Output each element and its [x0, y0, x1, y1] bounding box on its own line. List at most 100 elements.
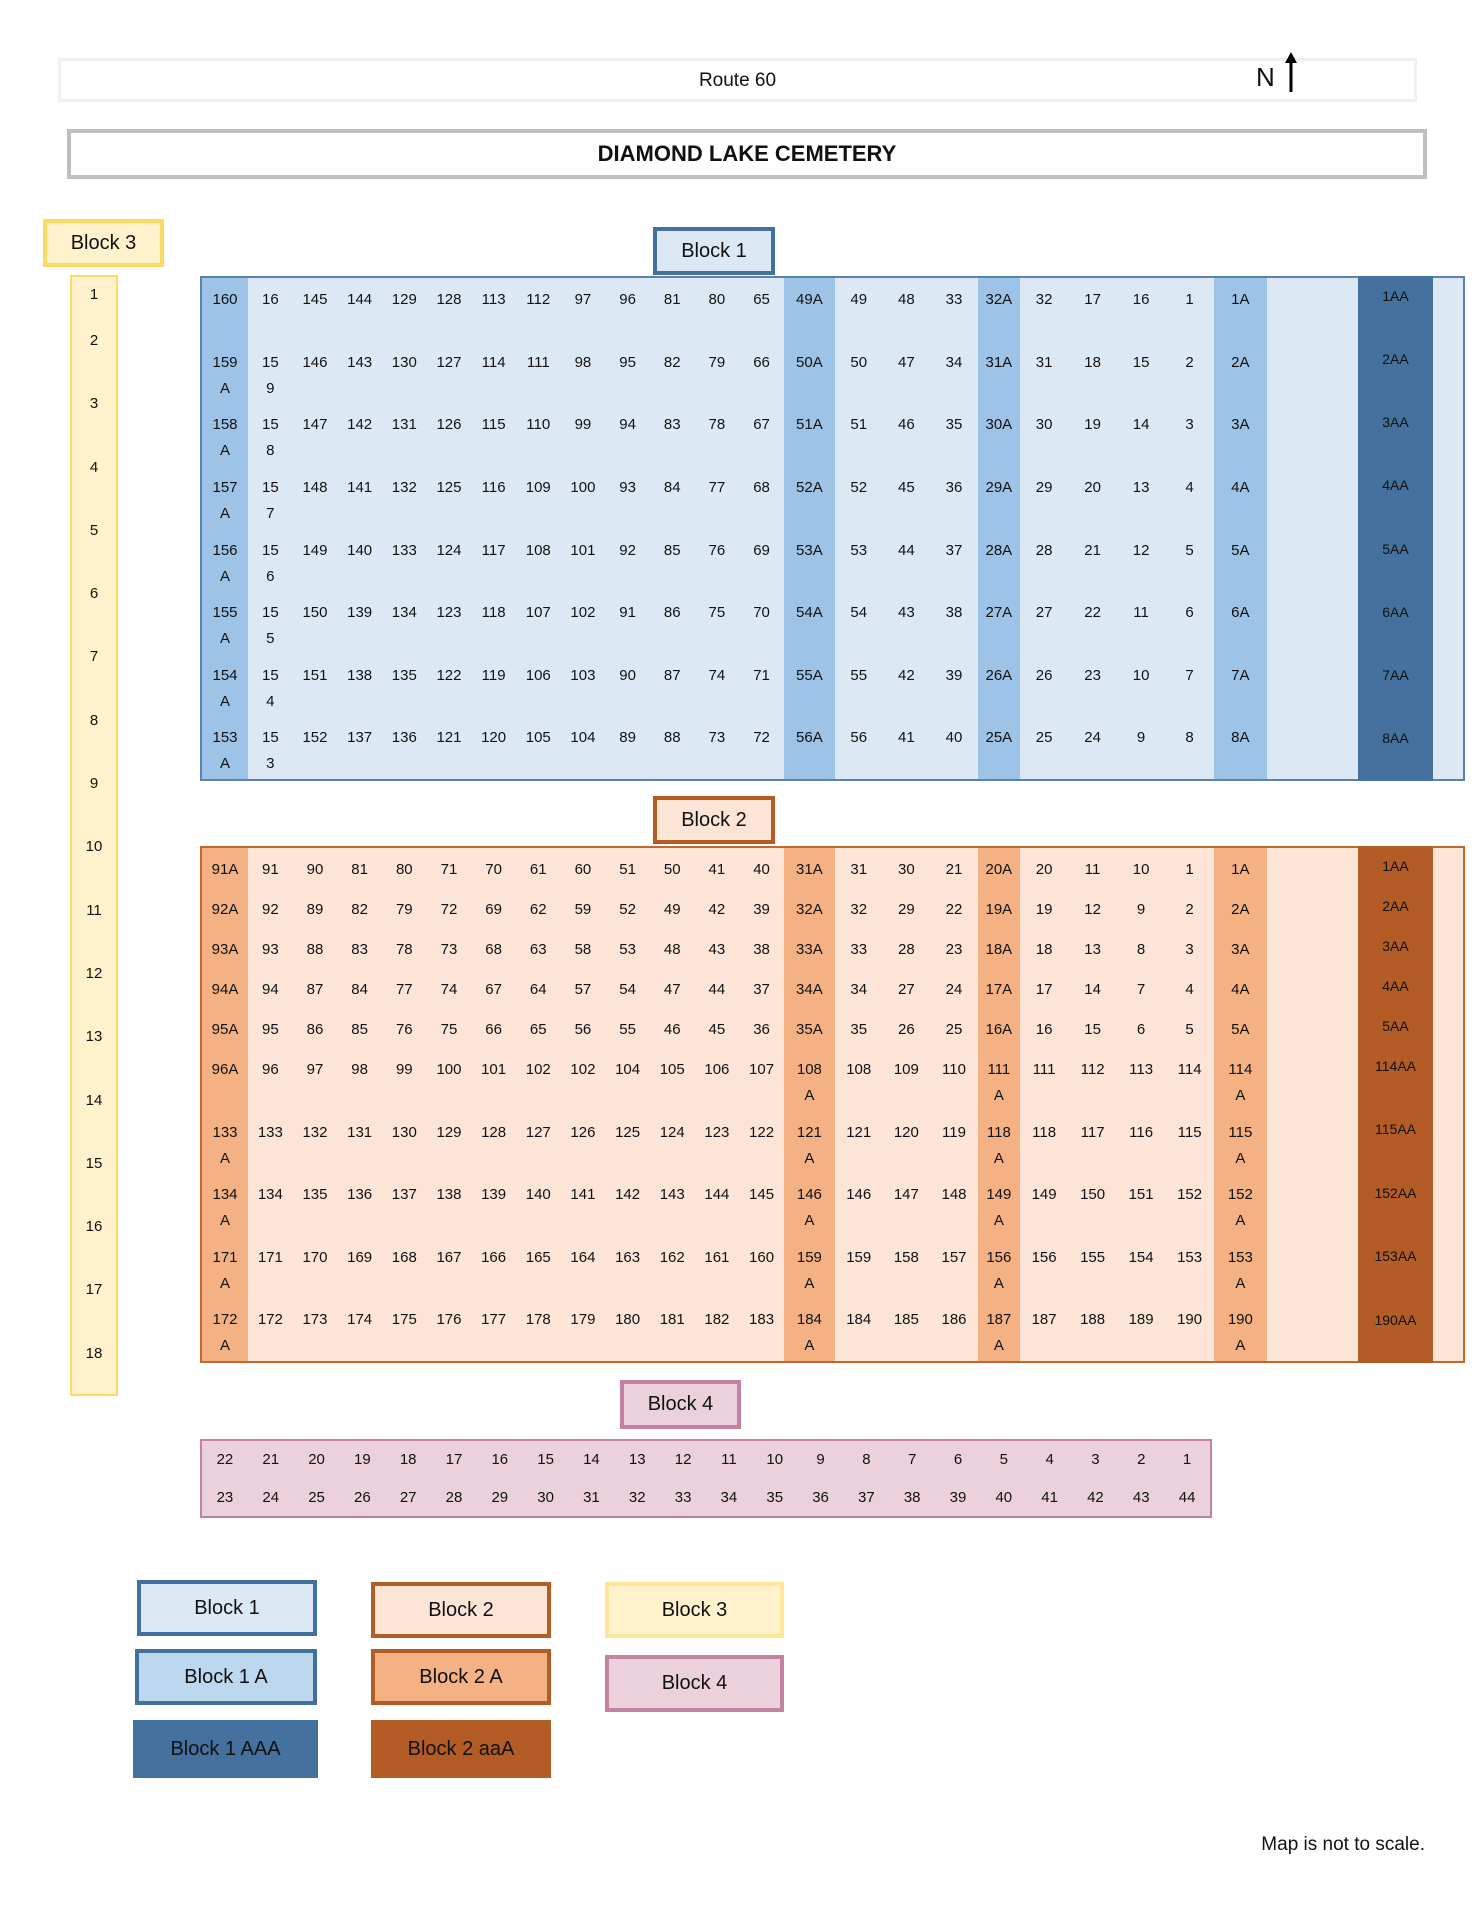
plot-number: 124 [436, 541, 462, 559]
plot-number: 77 [708, 478, 726, 496]
plot-number: 57 [574, 981, 592, 998]
plot-cell: 6 [89, 585, 99, 603]
plot-number: 78 [708, 416, 726, 434]
plot-a-cell: 121A [783, 1110, 835, 1174]
plot-number: 183 [749, 1311, 775, 1329]
plot-number: 123 [704, 1123, 730, 1141]
plot-cell: 173 [293, 1298, 338, 1361]
plot-aaa-cell: 7AA [1382, 666, 1409, 683]
plot-cell: 109 [516, 466, 561, 529]
plot-number: 188 [1080, 1311, 1106, 1329]
plot-number: 161 [704, 1248, 730, 1266]
plot-number: 77 [395, 981, 413, 998]
plot-cell: 12 [674, 1451, 692, 1468]
plot-cell: 37 [930, 529, 978, 592]
plot-cell: 70 [471, 848, 516, 888]
plot-number: 16 [1035, 1021, 1053, 1038]
plot-number: 7 [1136, 981, 1146, 998]
plot-number: 66 [485, 1021, 502, 1038]
plot-cell: 34 [720, 1489, 738, 1506]
plot-cell: 164 [561, 1236, 606, 1299]
plot-number: 125 [436, 478, 462, 496]
plot-cell: 124 [427, 529, 472, 592]
plot-number: 74 [440, 981, 458, 998]
plot-cell: 67 [739, 403, 784, 466]
plot-cell: 70 [739, 591, 784, 654]
plot-cell: 104 [605, 1048, 650, 1111]
plot-cell: 179 [561, 1298, 606, 1361]
plot-cell: 13 [628, 1451, 646, 1468]
plot-cell: 172 [248, 1298, 293, 1361]
plot-cell: 49 [650, 888, 695, 928]
plot-number: 128 [481, 1123, 507, 1141]
plot-cell: 44 [1178, 1489, 1196, 1506]
plot-number: 115 [1177, 1123, 1202, 1141]
plot-number: 52 [850, 478, 868, 496]
plot-a-cell: 2A [1213, 888, 1267, 928]
plot-cell: 7 [1117, 968, 1166, 1008]
route-60-road: Route 60 [58, 58, 1417, 102]
plot-number: 46 [898, 416, 915, 434]
plot-number: 116 [481, 478, 506, 496]
plot-a-cell: 158A [202, 403, 248, 466]
plot-cell: 69 [739, 529, 784, 592]
plot-aaa-cell: 114AA [1375, 1058, 1416, 1074]
plot-cell: 85 [650, 529, 695, 592]
plot-number: 91 [261, 861, 279, 878]
plot-a-cell: 32A [977, 278, 1020, 341]
plot-cell: 96 [605, 278, 650, 341]
plot-cell: 38 [903, 1489, 921, 1506]
plot-a-cell: 93A [202, 928, 248, 968]
plot-number: 121A [796, 1123, 822, 1167]
plot-number: 20 [1035, 861, 1053, 878]
scale-footnote: Map is not to scale. [1261, 1834, 1425, 1855]
plot-number: 47 [663, 981, 681, 998]
plot-number: 33A [796, 941, 823, 958]
plot-aaa-cell: 4AA [1382, 477, 1409, 494]
plot-cell: 139 [471, 1173, 516, 1236]
plot-cell: 48 [883, 278, 931, 341]
plot-cell: 21 [262, 1451, 280, 1468]
plot-number: 109 [893, 1061, 919, 1078]
plot-cell: 3 [89, 395, 99, 413]
plot-number: 156 [1031, 1248, 1057, 1266]
plot-number: 8A [1231, 729, 1250, 747]
plot-number: 93A [211, 941, 239, 958]
plot-cell: 94 [248, 968, 293, 1008]
plot-cell: 180 [605, 1298, 650, 1361]
plot-number: 92 [619, 541, 636, 559]
plot-number: 159A [212, 353, 238, 397]
plot-number: 85 [351, 1021, 368, 1038]
plot-cell: 5 [1165, 1008, 1214, 1048]
plot-cell: 58 [561, 928, 606, 968]
plot-a-cell: 33A [783, 928, 835, 968]
plot-number: 2A [1231, 901, 1250, 918]
plot-number: 67 [485, 981, 502, 998]
plot-cell: 7 [1165, 654, 1214, 717]
plot-a-cell: 32A [783, 888, 835, 928]
plot-cell: 12 [85, 964, 103, 982]
plot-a-cell: 3A [1213, 403, 1267, 466]
plot-aaa-cell: 1AA [1382, 288, 1409, 304]
plot-cell: 122 [427, 654, 472, 717]
plot-cell: 7 [908, 1451, 917, 1468]
plot-cell: 24 [930, 968, 978, 1008]
plot-number: 147 [893, 1186, 919, 1204]
plot-number: 75 [708, 604, 726, 622]
plot-a-cell: 190A [1213, 1298, 1267, 1361]
plot-number: 172A [212, 1311, 238, 1355]
plot-cell: 159 [835, 1236, 883, 1299]
plot-cell: 96 [248, 1048, 293, 1111]
plot-cell: 135 [293, 1173, 338, 1236]
plot-a-cell: 108A [783, 1048, 835, 1111]
road-label: Route 60 [698, 70, 777, 91]
plot-number: 25 [945, 1021, 963, 1038]
plot-number: 115 [481, 416, 506, 434]
plot-number: 15 [1132, 353, 1150, 371]
plot-cell: 22 [930, 888, 978, 928]
plot-cell: 145 [293, 278, 338, 341]
plot-number: 55 [619, 1021, 636, 1038]
plot-number: 121 [436, 729, 462, 747]
plot-cell: 23 [1068, 654, 1117, 717]
plot-number: 172 [257, 1311, 283, 1329]
